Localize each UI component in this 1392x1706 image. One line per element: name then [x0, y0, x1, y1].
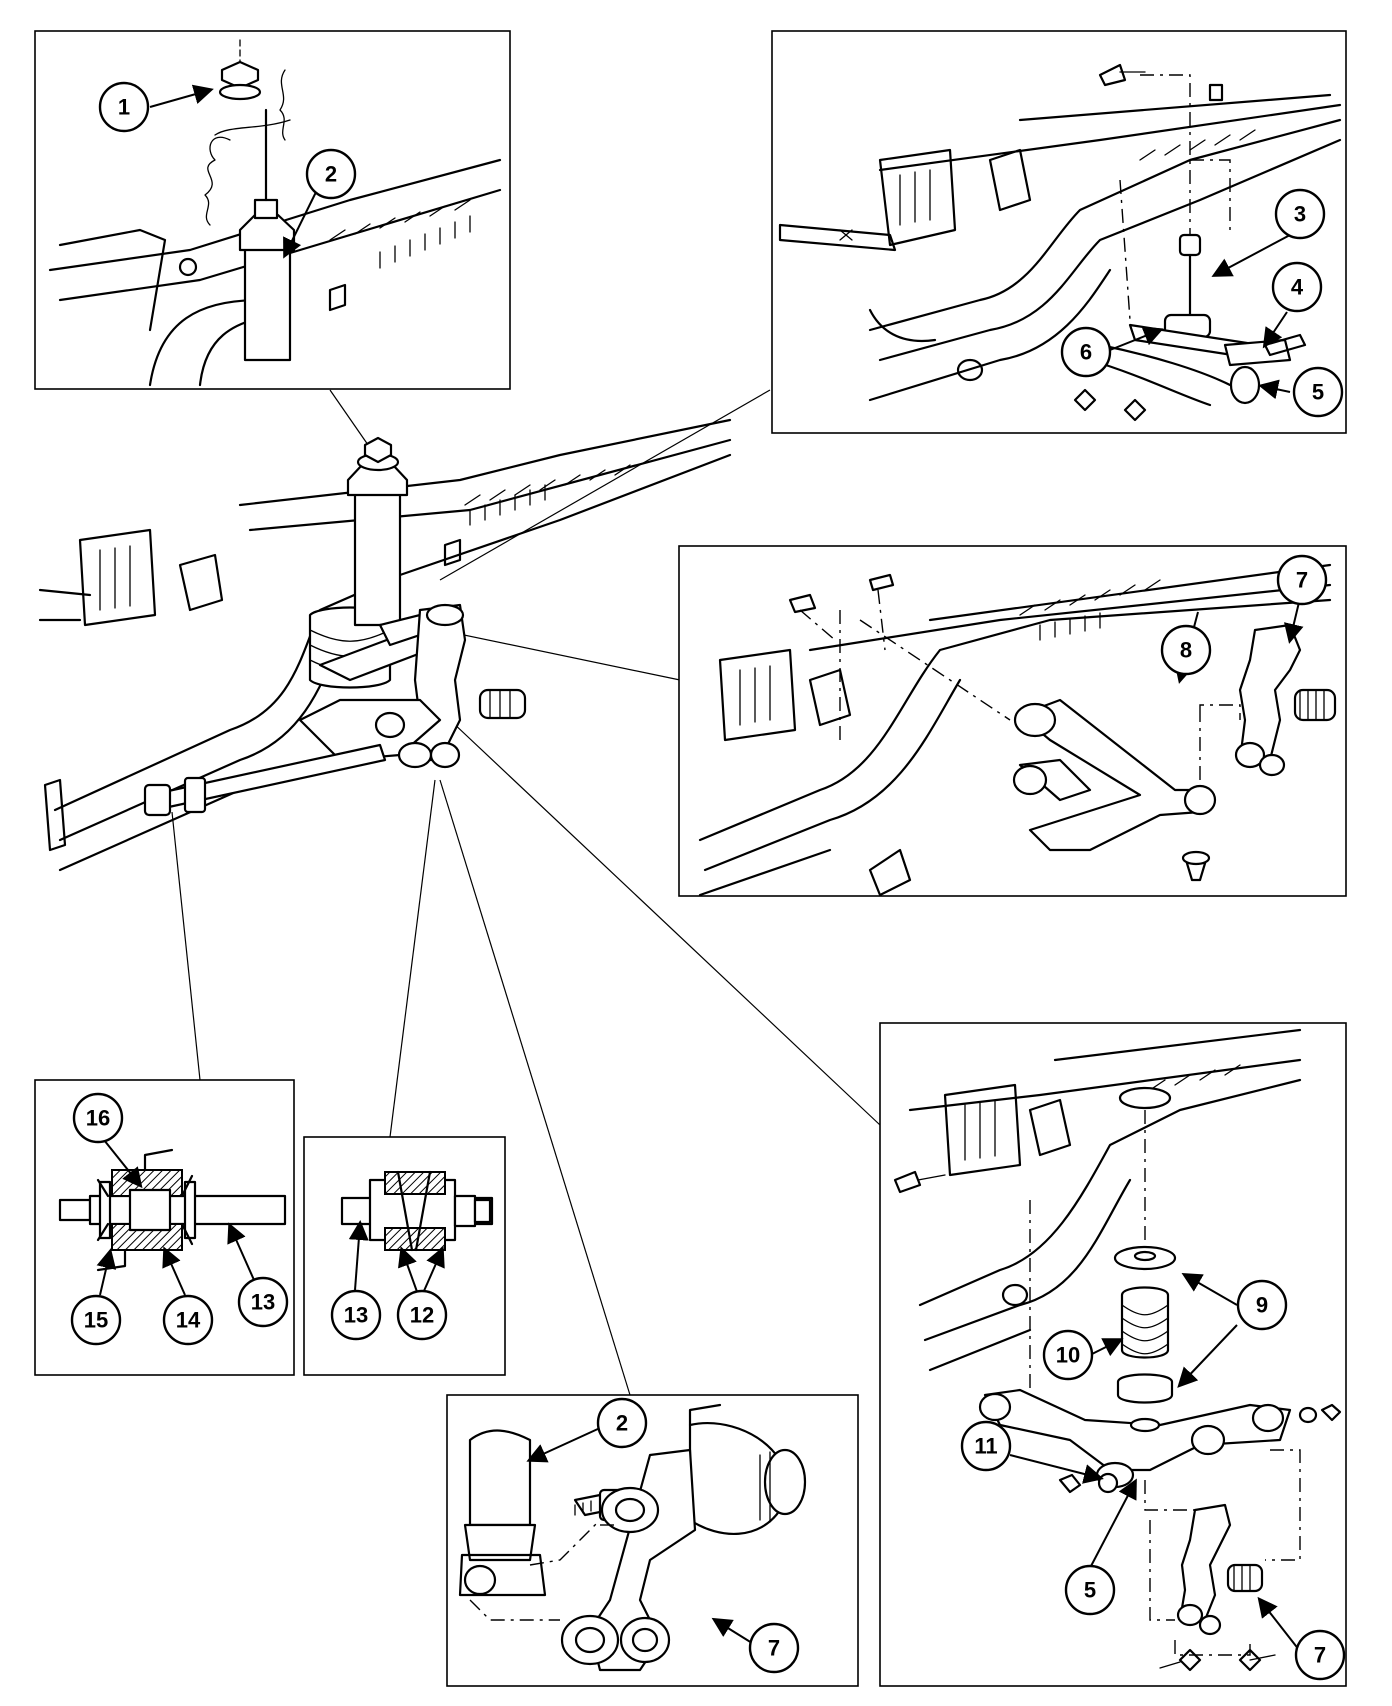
svg-text:5: 5 [1084, 1578, 1096, 1603]
callout-7: 7 [1294, 1629, 1346, 1681]
detail-panel-bushing-arm [303, 1136, 506, 1376]
svg-text:10: 10 [1056, 1343, 1080, 1368]
callout-2: 2 [305, 148, 357, 200]
svg-text:7: 7 [768, 1636, 780, 1661]
svg-text:8: 8 [1180, 638, 1192, 663]
detail-leader-lines [171, 389, 881, 1396]
callout-9: 9 [1236, 1279, 1288, 1331]
callout-5: 5 [1064, 1564, 1116, 1616]
detail-panel-upper-arm [678, 545, 1347, 897]
callout-16: 16 [72, 1092, 124, 1144]
callout-13: 13 [330, 1289, 382, 1341]
svg-text:2: 2 [616, 1411, 628, 1436]
callout-11: 11 [960, 1420, 1012, 1472]
callout-12: 12 [396, 1289, 448, 1341]
svg-text:13: 13 [344, 1303, 368, 1328]
main-suspension-assembly [38, 418, 732, 872]
detail-panel-stabilizer [771, 30, 1347, 434]
detail-panel-shock-lower [446, 1394, 859, 1687]
svg-text:13: 13 [251, 1290, 275, 1315]
callout-15: 15 [70, 1294, 122, 1346]
svg-text:12: 12 [410, 1303, 434, 1328]
svg-text:15: 15 [84, 1308, 108, 1333]
callouts: 1 2 3 4 5 6 7 8 9 10 11 5 7 16 15 14 13 … [70, 81, 1346, 1681]
callout-13: 13 [237, 1276, 289, 1328]
detail-panel-shock-top [34, 30, 511, 390]
callout-8: 8 [1160, 624, 1212, 676]
callout-6: 6 [1060, 326, 1112, 378]
svg-text:7: 7 [1314, 1643, 1326, 1668]
callout-7: 7 [748, 1622, 800, 1674]
svg-text:7: 7 [1296, 568, 1308, 593]
detail-panel-lower-arm-spring [879, 1022, 1347, 1687]
svg-text:4: 4 [1291, 275, 1304, 300]
svg-text:11: 11 [974, 1434, 997, 1459]
svg-text:1: 1 [118, 95, 130, 120]
svg-text:5: 5 [1312, 380, 1324, 405]
callout-14: 14 [162, 1294, 214, 1346]
callout-2: 2 [596, 1397, 648, 1449]
callout-10: 10 [1042, 1329, 1094, 1381]
svg-text:3: 3 [1294, 202, 1306, 227]
callout-3: 3 [1274, 188, 1326, 240]
callout-4: 4 [1271, 261, 1323, 313]
svg-text:16: 16 [86, 1106, 110, 1131]
svg-text:2: 2 [325, 162, 337, 187]
svg-text:9: 9 [1256, 1293, 1268, 1318]
svg-text:14: 14 [176, 1308, 201, 1333]
svg-text:6: 6 [1080, 340, 1092, 365]
callout-5: 5 [1292, 366, 1344, 418]
callout-1: 1 [98, 81, 150, 133]
callout-7: 7 [1276, 554, 1328, 606]
